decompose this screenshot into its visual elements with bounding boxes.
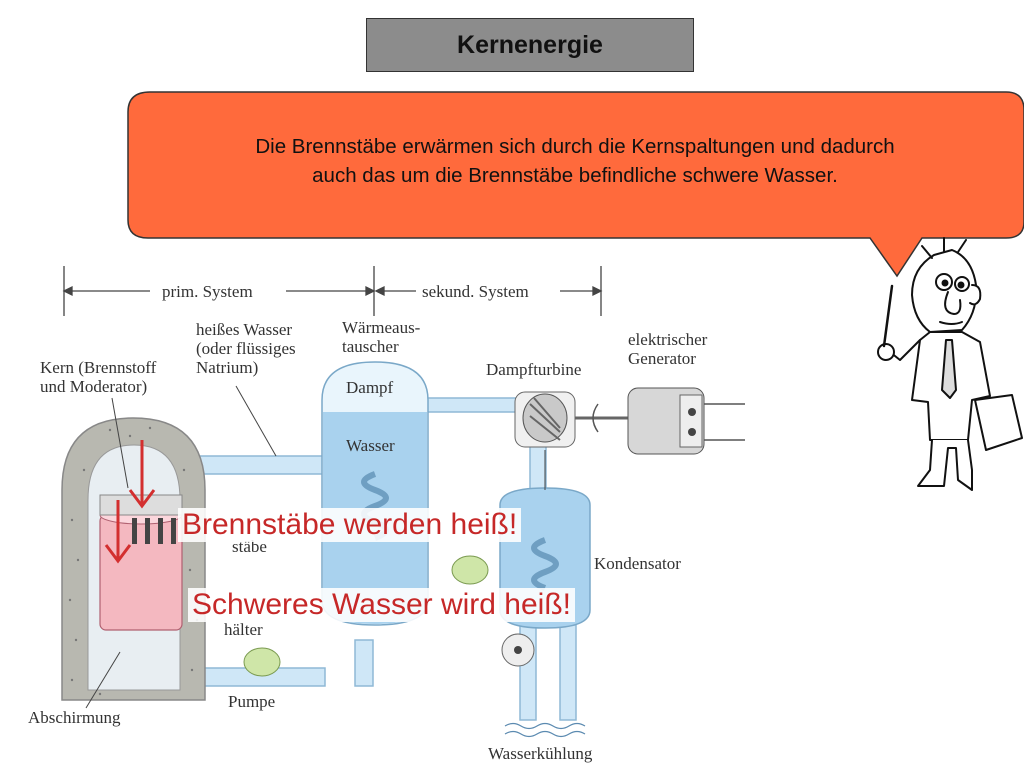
- generator-line-2: Generator: [628, 349, 696, 368]
- heat-exchanger: [321, 361, 429, 626]
- hot-water-line-1: heißes Wasser: [196, 320, 293, 339]
- container-fragment-label: hälter: [224, 620, 263, 639]
- hot-water-line-3: Natrium): [196, 358, 259, 377]
- condenser-label: Kondensator: [594, 554, 681, 573]
- professor-figure: [877, 237, 1023, 491]
- system-brackets: [62, 266, 603, 316]
- callout-water-hot: Schweres Wasser wird heiß!: [188, 588, 575, 622]
- heat-exchanger-line-1: Wärmeaus-: [342, 318, 421, 337]
- pump-label: Pumpe: [228, 692, 276, 711]
- steam-label: Dampf: [346, 378, 394, 397]
- water-cooling-label: Wasserkühlung: [488, 744, 593, 763]
- core-line-1: Kern (Brennstoff: [40, 358, 157, 377]
- bubble-line-1: Die Brennstäbe erwärmen sich durch die K…: [255, 135, 895, 158]
- generator-label: elektrischer Generator: [628, 330, 707, 368]
- callout-rods-hot: Brennstäbe werden heiß!: [178, 508, 522, 542]
- secondary-system-label: sekund. System: [422, 282, 529, 301]
- page-title: Kernenergie: [366, 18, 694, 72]
- generator: [627, 387, 745, 455]
- hot-water-label: heißes Wasser (oder flüssiges Natrium): [196, 320, 296, 377]
- red-arrows: [104, 440, 156, 564]
- generator-line-1: elektrischer: [628, 330, 708, 349]
- primary-system-label: prim. System: [162, 282, 253, 301]
- turbine: [514, 391, 630, 448]
- heat-exchanger-label: Wärmeaus- tauscher: [342, 318, 420, 356]
- cooling-water: [504, 722, 586, 738]
- core-line-2: und Moderator): [40, 377, 148, 396]
- heat-exchanger-line-2: tauscher: [342, 337, 399, 356]
- shielding-label: Abschirmung: [28, 708, 121, 727]
- core-label: Kern (Brennstoff und Moderator): [40, 358, 156, 396]
- speech-bubble: [127, 91, 1024, 278]
- steam-turbine-label: Dampfturbine: [486, 360, 582, 379]
- pumps: [243, 555, 535, 677]
- speech-bubble-text: Die Brennstäbe erwärmen sich durch die K…: [150, 132, 1000, 190]
- bubble-line-2: auch das um die Brennstäbe befindliche s…: [312, 164, 838, 187]
- reactor-core: [99, 494, 183, 631]
- control-rods: [132, 518, 176, 544]
- water-label: Wasser: [346, 436, 395, 455]
- hot-water-line-2: (oder flüssiges: [196, 339, 296, 358]
- leader-lines: [85, 385, 546, 709]
